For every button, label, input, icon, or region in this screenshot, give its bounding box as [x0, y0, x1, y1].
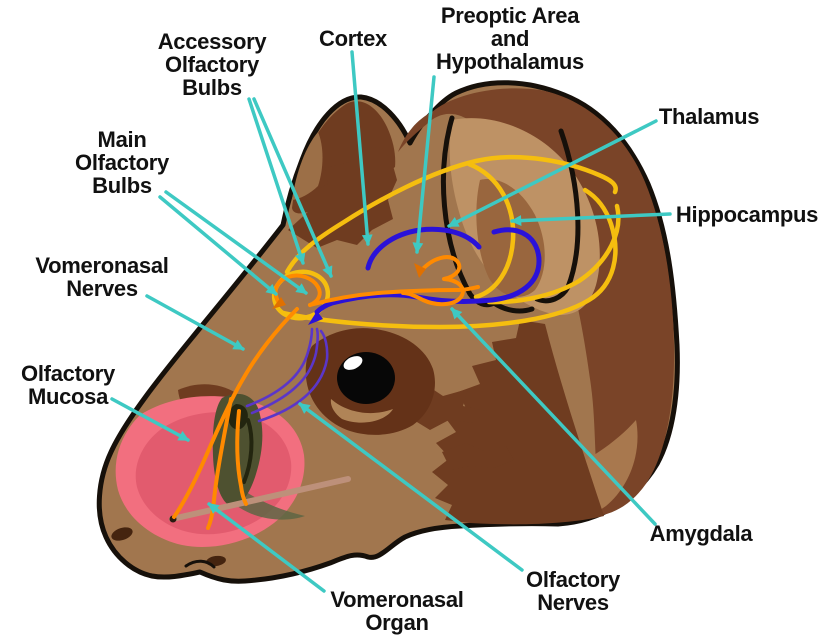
- pointer-arrow-olfactory-mucosa: [110, 397, 190, 442]
- label-cortex: Cortex: [319, 26, 387, 51]
- pointer-arrow-main-olfactory-bulbs: [164, 190, 308, 295]
- blue-arrowhead: [308, 311, 323, 325]
- brain-outline-top: [284, 154, 618, 275]
- pointer-arrow-accessory-olfactory-bulbs: [252, 97, 333, 278]
- forehead-patch: [288, 147, 397, 248]
- mouth-line: [184, 559, 216, 569]
- pointer-arrow-main-olfactory-bulbs: [158, 195, 278, 296]
- hippocampus-curl-inner: [466, 161, 516, 300]
- pointer-arrow-amygdala: [450, 307, 657, 526]
- label-olfactory-nerves: Olfactory Nerves: [526, 567, 620, 615]
- label-preoptic-area-and-hypothalamus: Preoptic Area and Hypothalamus: [436, 3, 584, 74]
- fur-markings: [111, 88, 675, 569]
- pointer-arrow-thalamus: [447, 119, 658, 228]
- cheek-patch-lower: [442, 443, 514, 470]
- orange-horizontal: [308, 285, 480, 307]
- pointer-arrow-preoptic-area-and-hypothalamus: [412, 75, 436, 254]
- nasal-shadow: [220, 470, 305, 520]
- pointer-arrow-accessory-olfactory-bulbs: [247, 97, 306, 265]
- label-vomeronasal-nerves: Vomeronasal Nerves: [35, 253, 169, 301]
- blue-hippocampal-loop: [314, 227, 542, 315]
- label-thalamus: Thalamus: [658, 104, 760, 129]
- label-olfactory-mucosa: Olfactory Mucosa: [21, 361, 115, 409]
- annotation-lines: [110, 50, 672, 593]
- pointer-arrow-vomeronasal-organ: [207, 502, 326, 593]
- eye-highlight: [343, 356, 363, 370]
- neck-dark-patch: [432, 320, 604, 525]
- far-ear-inner-streak: [292, 132, 323, 200]
- olfactory-pathway-orange: [172, 255, 480, 530]
- pointer-arrow-cortex: [350, 50, 373, 246]
- olfactory-nerve-fibers-purple: [245, 327, 329, 423]
- pointer-arrow-olfactory-nerves: [298, 402, 524, 572]
- pointer-arrow-hippocampus: [510, 212, 672, 227]
- label-hippocampus: Hippocampus: [675, 202, 819, 227]
- brain-outline-bottom: [280, 187, 618, 330]
- ear-back-rim: [534, 128, 581, 304]
- label-amygdala: Amygdala: [649, 521, 753, 546]
- hippocampus-curl-outer: [486, 203, 621, 305]
- brain-pathway-yellow: [271, 154, 621, 330]
- pointer-arrow-vomeronasal-nerves: [145, 294, 245, 351]
- vomeronasal-organ-rod: [169, 476, 351, 522]
- amygdala-squiggle: [401, 255, 465, 307]
- label-vomeronasal-organ: Vomeronasal Organ: [330, 587, 464, 635]
- jaw-spot: [111, 527, 133, 541]
- label-accessory-olfactory-bulbs: Accessory Olfactory Bulbs: [157, 29, 267, 100]
- eye: [305, 328, 435, 435]
- ear-front-rim: [440, 115, 535, 314]
- back-of-head-patch: [398, 88, 675, 515]
- orange-trunk: [172, 307, 299, 519]
- eyeball: [337, 352, 395, 404]
- label-main-olfactory-bulbs: Main Olfactory Bulbs: [75, 127, 169, 198]
